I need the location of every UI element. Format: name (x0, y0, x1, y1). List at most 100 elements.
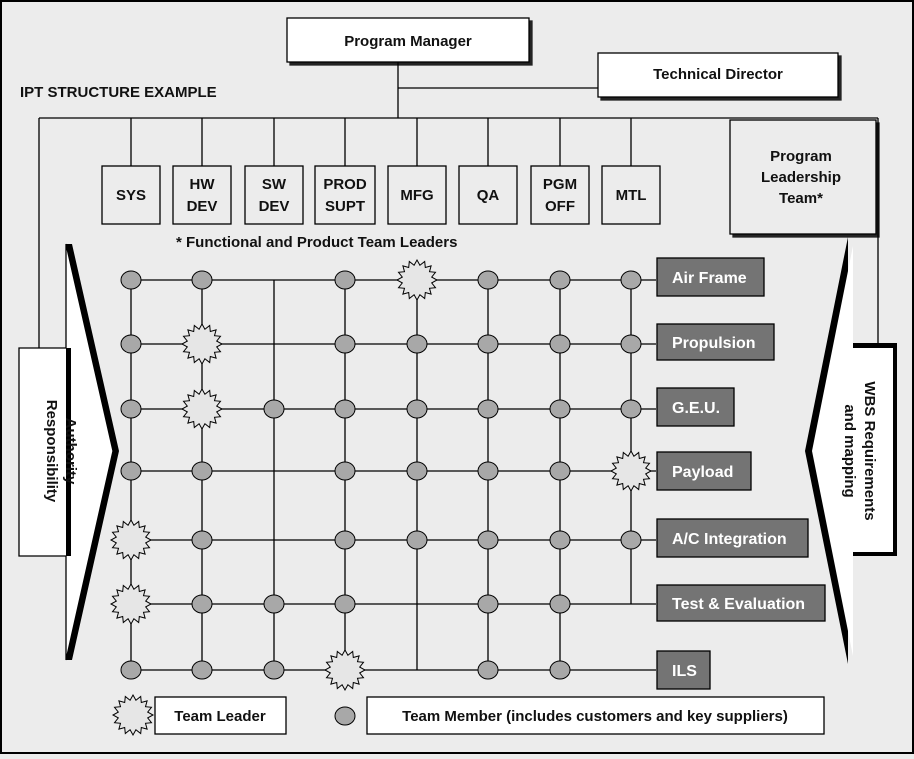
team-member-node (406, 334, 428, 354)
team-member-node (549, 594, 571, 614)
functional-team-mfg: MFG (387, 165, 447, 225)
functional-team-hw-dev: HW DEV (172, 165, 232, 225)
team-member-node (263, 660, 285, 680)
functional-team-label: PGM (543, 176, 577, 193)
team-member-node (477, 399, 499, 419)
team-member-node (334, 270, 356, 290)
team-leader-node (395, 258, 439, 302)
functional-team-label: PROD (323, 176, 367, 193)
plt-line-1: Program (770, 148, 832, 165)
team-member-legend-box: Team Member (includes customers and key … (366, 696, 825, 735)
plt-line-3: Team* (779, 190, 823, 207)
functional-team-label: SYS (116, 187, 146, 204)
team-member-node (191, 270, 213, 290)
and-mapping-label: and mapping (841, 404, 858, 497)
wbs-boxes: Air Frame Propulsion G.E.U. Payload A/C … (656, 257, 826, 690)
team-member-node (191, 461, 213, 481)
team-member-node (120, 270, 142, 290)
team-member-node (549, 399, 571, 419)
team-member-node (334, 594, 356, 614)
team-leader-node (609, 449, 653, 493)
team-member-node (620, 270, 642, 290)
wbs-propulsion: Propulsion (656, 323, 775, 361)
team-member-node (406, 530, 428, 550)
team-member-node (191, 594, 213, 614)
team-member-node (334, 530, 356, 550)
team-member-node (406, 461, 428, 481)
technical-director-box: Technical Director (597, 52, 839, 98)
wbs-requirements-arrow: WBS Requirements and mapping (805, 237, 897, 664)
team-leader-node (180, 322, 224, 366)
program-leadership-team-box: Program Leadership Team* (729, 119, 877, 235)
functional-team-label: QA (477, 187, 500, 204)
functional-team-label: HW (190, 176, 216, 193)
wbs-label: Test & Evaluation (672, 596, 805, 613)
functional-team-label: SW (262, 176, 287, 193)
team-member-node (620, 399, 642, 419)
team-member-node (263, 399, 285, 419)
team-member-node (120, 334, 142, 354)
diagram-title: IPT STRUCTURE EXAMPLE (20, 84, 217, 101)
team-member-node (477, 530, 499, 550)
team-member-node (549, 530, 571, 550)
team-member-node (191, 660, 213, 680)
team-member-legend-icon (334, 706, 356, 726)
authority-responsibility-arrow: Authority Responsibility (18, 243, 119, 661)
responsibility-label: Responsibility (43, 400, 60, 503)
wbs-label: ILS (672, 663, 697, 680)
wbs-ils: ILS (656, 650, 711, 690)
team-leader-legend-icon (111, 693, 155, 737)
wbs-air-frame: Air Frame (656, 257, 765, 297)
functional-team-label: MFG (400, 187, 433, 204)
team-member-node (120, 660, 142, 680)
team-member-node (120, 461, 142, 481)
wbs-geu: G.E.U. (656, 387, 735, 427)
team-member-node (477, 660, 499, 680)
team-member-node (549, 270, 571, 290)
team-member-node (334, 399, 356, 419)
wbs-label: A/C Integration (672, 531, 787, 548)
wbs-label: G.E.U. (672, 400, 720, 417)
functional-team-label: SUPT (325, 198, 365, 215)
team-leader-node (180, 387, 224, 431)
team-member-node (191, 530, 213, 550)
functional-team-label: DEV (259, 198, 290, 215)
team-member-node (263, 594, 285, 614)
team-member-node (477, 594, 499, 614)
functional-team-label: MTL (616, 187, 647, 204)
legend: Team Leader Team Member (includes custom… (111, 693, 825, 737)
matrix-nodes (109, 258, 653, 692)
functional-team-label: OFF (545, 198, 575, 215)
wbs-label: Payload (672, 464, 733, 481)
team-member-node (549, 461, 571, 481)
team-member-legend-label: Team Member (includes customers and key … (402, 708, 788, 725)
team-leader-node (323, 648, 367, 692)
functional-team-pgm-off: PGM OFF (530, 165, 590, 225)
team-member-node (120, 399, 142, 419)
team-member-node (334, 334, 356, 354)
team-member-node (620, 530, 642, 550)
functional-team-sw-dev: SW DEV (244, 165, 304, 225)
wbs-payload: Payload (656, 451, 752, 491)
team-leader-legend-label: Team Leader (174, 708, 266, 725)
wbs-ac-integration: A/C Integration (656, 518, 809, 558)
functional-team-mtl: MTL (601, 165, 661, 225)
team-leader-node (109, 582, 153, 626)
plt-line-2: Leadership (761, 169, 841, 186)
team-member-node (549, 334, 571, 354)
team-leader-legend-box: Team Leader (154, 696, 287, 735)
functional-team-boxes: SYS HW DEV SW DEV PROD SUPT MFG QA PGM (101, 165, 661, 225)
wbs-label: Propulsion (672, 335, 756, 352)
team-member-node (477, 270, 499, 290)
authority-label: Authority (62, 418, 79, 485)
wbs-test-evaluation: Test & Evaluation (656, 584, 826, 622)
team-member-node (334, 461, 356, 481)
functional-team-prod-supt: PROD SUPT (314, 165, 376, 225)
team-member-node (549, 660, 571, 680)
functional-team-label: DEV (187, 198, 218, 215)
functional-team-sys: SYS (101, 165, 161, 225)
wbs-label: Air Frame (672, 270, 747, 287)
